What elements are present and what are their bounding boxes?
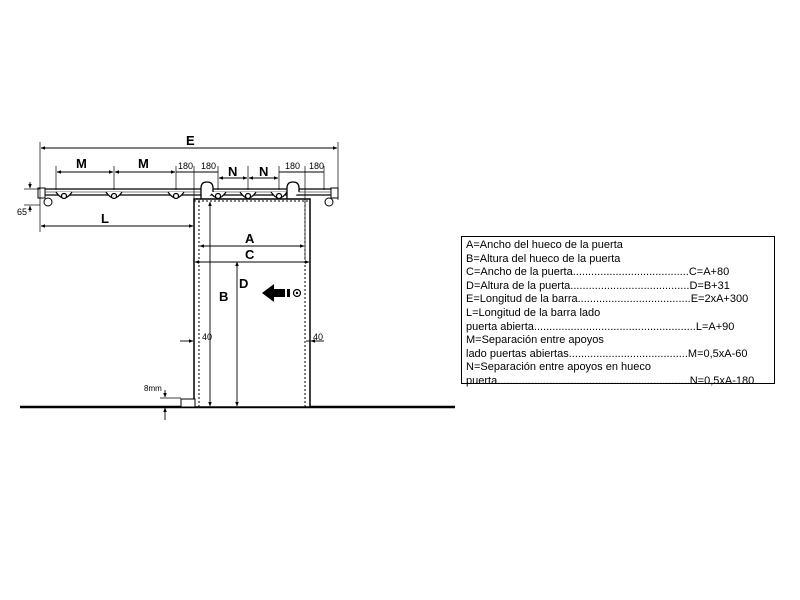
label-40-left: 40 <box>202 332 212 342</box>
label-m2: M <box>138 156 149 171</box>
label-40-right: 40 <box>313 332 323 342</box>
label-180-3: 180 <box>285 161 300 171</box>
legend-row: N=Separación entre apoyos en hueco <box>466 361 651 374</box>
legend-row: B=Altura del hueco de la puerta <box>466 252 621 265</box>
extension-lines <box>24 142 339 408</box>
label-180-2: 180 <box>201 161 216 171</box>
label-n1: N <box>228 164 237 179</box>
legend-row: lado puertas abiertas...................… <box>466 347 748 360</box>
label-65: 65 <box>17 207 27 217</box>
legend-row: C=Ancho de la puerta....................… <box>466 266 730 279</box>
label-180-4: 180 <box>309 161 324 171</box>
label-8mm: 8mm <box>144 384 162 393</box>
end-stopper-right <box>324 187 339 207</box>
label-b: B <box>219 289 228 304</box>
end-stopper-left <box>37 187 53 207</box>
label-a: A <box>245 231 255 246</box>
legend-row: E=Longitud de la barra..................… <box>466 293 749 306</box>
label-l: L <box>101 211 109 226</box>
rail-supports <box>55 191 288 200</box>
floor-guide <box>180 398 196 408</box>
label-180-1: 180 <box>178 161 193 171</box>
legend-row: A=Ancho del hueco de la puerta <box>466 239 623 251</box>
label-c: C <box>245 247 255 262</box>
formula-legend: A=Ancho del hueco de la puerta B=Altura … <box>461 236 775 387</box>
legend-row: puerta..................................… <box>466 374 755 387</box>
legend-row: puerta abierta..........................… <box>466 320 735 333</box>
legend-row: M=Separación entre apoyos <box>466 334 604 347</box>
label-m1: M <box>76 156 87 171</box>
label-d: D <box>239 276 248 291</box>
dimension-lines <box>28 146 338 420</box>
legend-row: L=Longitud de la barra lado <box>466 306 601 319</box>
opening-outlines <box>194 200 310 407</box>
arrow-left-icon <box>262 284 290 302</box>
label-n2: N <box>259 164 268 179</box>
sliding-door <box>193 198 311 408</box>
label-e: E <box>186 133 195 148</box>
legend-row: D=Altura de la puerta...................… <box>466 279 730 292</box>
